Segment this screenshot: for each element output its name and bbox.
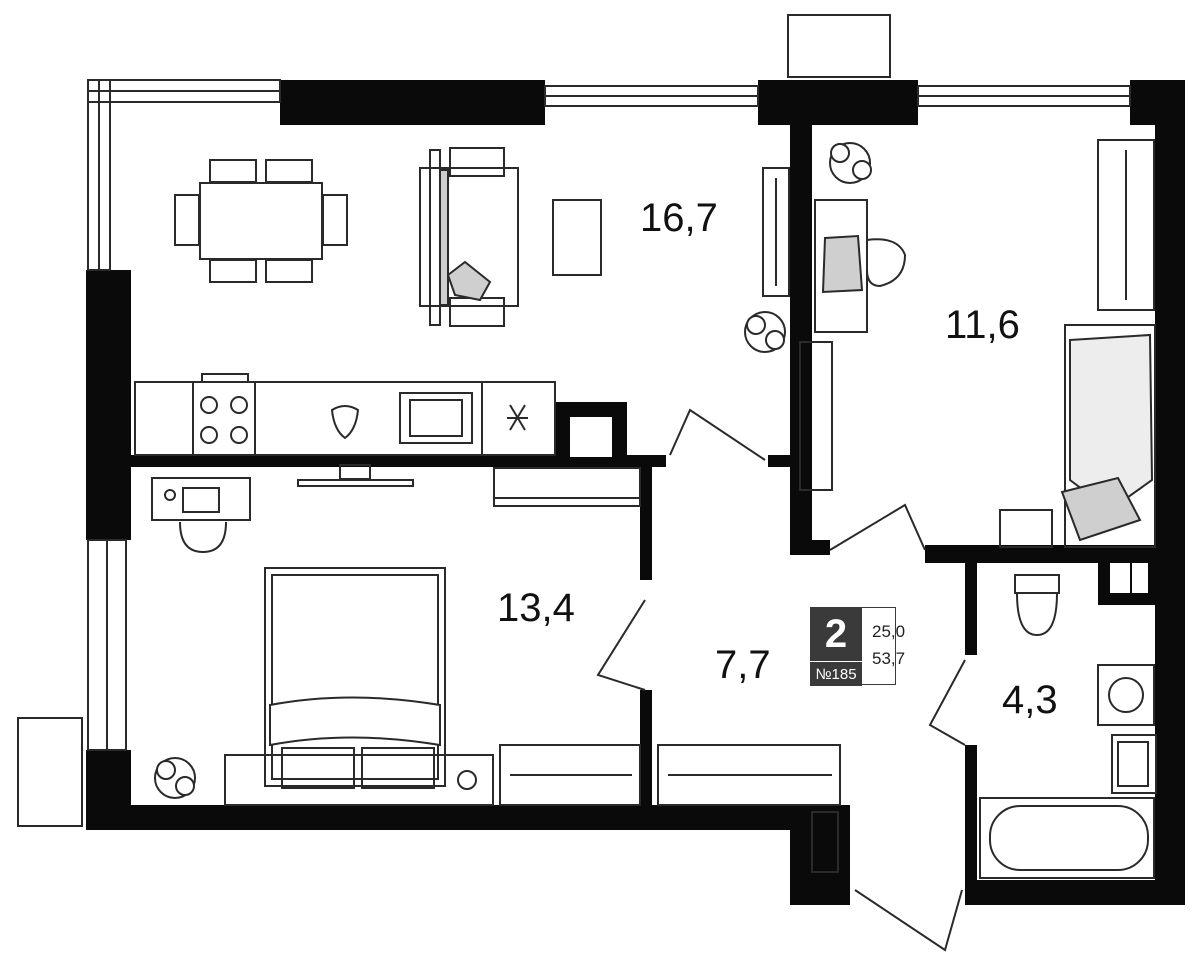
sofa	[419, 147, 602, 327]
rooms-count: 2	[810, 607, 862, 661]
area-label-bathroom: 4,3	[1002, 678, 1058, 722]
bathroom-fixtures	[979, 574, 1157, 879]
walls	[86, 80, 1185, 905]
doors	[596, 408, 966, 952]
bed-left	[224, 567, 494, 806]
kitchen-counter	[134, 373, 556, 456]
meter	[811, 811, 839, 873]
vanity	[151, 477, 251, 554]
shelves	[297, 464, 641, 507]
bed-right	[999, 324, 1156, 548]
living-area: 25,0	[872, 622, 906, 641]
tv-unit	[762, 167, 790, 297]
wardrobe-right	[1097, 139, 1155, 311]
dining-table	[174, 159, 348, 283]
radiator-right	[799, 341, 833, 491]
total-area: 53,7	[872, 649, 906, 668]
area-label-bedroom-left: 13,4	[497, 586, 575, 630]
area-label-hallway: 7,7	[715, 643, 771, 687]
desk	[814, 199, 907, 333]
area-label-living-kitchen: 16,7	[640, 196, 718, 240]
apartment-badge: 2 №185 25,0 53,7	[810, 607, 905, 686]
plants	[154, 142, 872, 799]
windows	[17, 14, 1131, 827]
radiators-hall	[499, 744, 841, 806]
area-label-bedroom-right: 11,6	[945, 303, 1020, 347]
area-box	[862, 607, 896, 685]
apartment-number: №185	[810, 661, 862, 686]
